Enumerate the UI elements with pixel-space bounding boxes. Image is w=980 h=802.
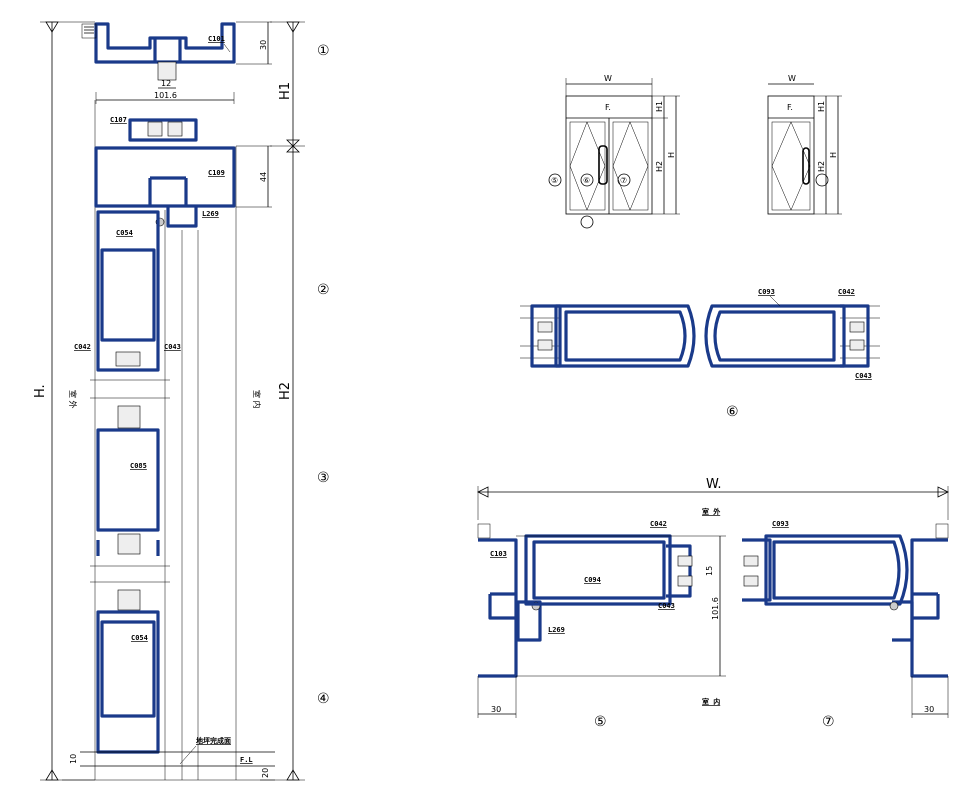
elev1-H: H <box>667 152 676 158</box>
elev1-H1: H1 <box>655 101 664 112</box>
sec57-inside: 室 内 <box>702 697 720 706</box>
dim-20: 20 <box>261 768 270 778</box>
dim-H: H. <box>33 384 48 398</box>
elev1-marker-7: ⑦ <box>620 176 627 185</box>
sections-5-7: W. 室 外 室 内 C103 L269 C042 C094 C043 15 1… <box>477 477 949 730</box>
sec57-dim-30-right: 30 <box>924 705 934 714</box>
elev2-H2: H2 <box>817 161 826 172</box>
label-c054-top: C054 <box>116 229 133 237</box>
sec57-outside: 室 外 <box>702 507 720 516</box>
sec6-label-c042: C042 <box>838 288 855 296</box>
label-l269-left: L269 <box>202 210 219 218</box>
elevation-single: W F. H1 H2 H <box>767 74 842 215</box>
sec57-label-c103: C103 <box>490 550 507 558</box>
section-number-2: ② <box>317 282 330 298</box>
label-c085: C085 <box>130 462 147 470</box>
dim-H2: H2 <box>278 382 293 400</box>
outside-text-left: 室 外 <box>68 390 78 409</box>
section-number-3: ③ <box>317 470 330 486</box>
sec6-label-c093: C093 <box>758 288 775 296</box>
sec57-label-c042: C042 <box>650 520 667 528</box>
sec57-label-c093: C093 <box>772 520 789 528</box>
label-c043: C043 <box>164 343 181 351</box>
dim-H1: H1 <box>278 82 293 100</box>
dim-101-6: 101.6 <box>154 91 177 100</box>
sec57-label-c043: C043 <box>658 602 675 610</box>
vertical-section: H. H1 H2 30 44 C101 <box>33 21 305 781</box>
elev1-marker-5: ⑤ <box>551 176 558 185</box>
elev1-W: W <box>604 74 612 83</box>
elev2-F: F. <box>787 103 793 112</box>
dim-44: 44 <box>259 172 268 182</box>
label-c054-bottom: C054 <box>131 634 148 642</box>
sec57-dim-15: 15 <box>705 566 714 576</box>
dim-10: 10 <box>69 754 78 764</box>
dim-30-top: 30 <box>259 40 268 50</box>
elev2-H1: H1 <box>817 101 826 112</box>
dim-12: 12 <box>161 79 171 88</box>
section-6: C093 C042 C043 ⑥ <box>520 288 880 420</box>
elev1-marker-6: ⑥ <box>583 176 590 185</box>
sec57-dim-101-6: 101.6 <box>711 597 720 620</box>
label-c109: C109 <box>208 169 225 177</box>
elev2-W: W <box>788 74 796 83</box>
sec57-W: W. <box>706 477 722 492</box>
sec6-label-c043: C043 <box>855 372 872 380</box>
elev1-H2: H2 <box>655 161 664 172</box>
section-number-6: ⑥ <box>726 404 739 420</box>
label-c107: C107 <box>110 116 127 124</box>
elev2-H: H <box>829 152 838 158</box>
sec57-label-c094: C094 <box>584 576 601 584</box>
section-number-7: ⑦ <box>822 714 835 730</box>
label-c101: C101 <box>208 35 225 43</box>
label-c042: C042 <box>74 343 91 351</box>
section-number-5: ⑤ <box>594 714 607 730</box>
elev1-F: F. <box>605 103 611 112</box>
elevation-double: W F. H1 H2 H ⑤ ⑥ ⑦ <box>548 74 680 229</box>
sec57-label-l269: L269 <box>548 626 565 634</box>
section-number-1: ① <box>317 43 330 59</box>
floor-note: 地坪完成面 <box>196 736 231 745</box>
sec57-dim-30-left: 30 <box>491 705 501 714</box>
inside-text-left: 室 内 <box>252 390 262 409</box>
section-number-4: ④ <box>317 691 330 707</box>
label-fl: F.L <box>240 756 253 764</box>
